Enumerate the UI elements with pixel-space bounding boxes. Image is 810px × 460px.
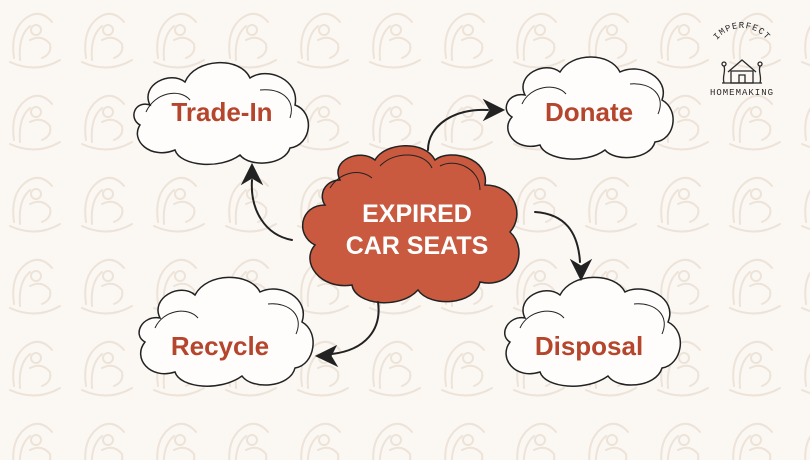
donate-cloud xyxy=(505,56,674,160)
donate-label: Donate xyxy=(545,97,633,127)
arrow-line xyxy=(250,179,293,241)
recycle-node: Recycle xyxy=(138,276,314,387)
arrow-head-icon xyxy=(482,98,506,122)
house-icon xyxy=(721,59,763,84)
arrow-to-trade-in xyxy=(240,162,293,241)
disposal-node: Disposal xyxy=(504,276,682,387)
center-label-line2: CAR SEATS xyxy=(346,232,489,260)
svg-text:IMPERFECT: IMPERFECT xyxy=(712,21,773,42)
arrow-head-icon xyxy=(240,162,264,186)
disposal-label: Disposal xyxy=(535,331,643,361)
arrow-to-recycle xyxy=(314,301,380,368)
arrow-head-icon xyxy=(314,344,339,368)
logo-top-text: IMPERFECT xyxy=(712,21,772,42)
center-node: EXPIRED CAR SEATS xyxy=(301,145,520,304)
trade-in-label: Trade-In xyxy=(171,97,272,127)
recycle-label: Recycle xyxy=(171,331,269,361)
trade-in-cloud xyxy=(133,62,310,166)
donate-node: Donate xyxy=(505,56,674,160)
arrow-line xyxy=(534,211,581,263)
arrow-to-disposal xyxy=(534,211,593,282)
arrow-head-icon xyxy=(569,258,593,282)
imperfect-homemaking-logo: IMPERFECT HOMEMAKING xyxy=(710,21,774,98)
arrow-line xyxy=(427,108,489,151)
disposal-cloud xyxy=(504,276,682,387)
trade-in-node: Trade-In xyxy=(133,62,310,166)
recycle-cloud xyxy=(138,276,314,387)
arrow-line xyxy=(331,301,380,355)
logo-bottom-text: HOMEMAKING xyxy=(710,88,774,98)
center-label-line1: EXPIRED xyxy=(362,200,472,228)
arrow-to-donate xyxy=(427,98,506,151)
center-cloud xyxy=(301,145,520,304)
